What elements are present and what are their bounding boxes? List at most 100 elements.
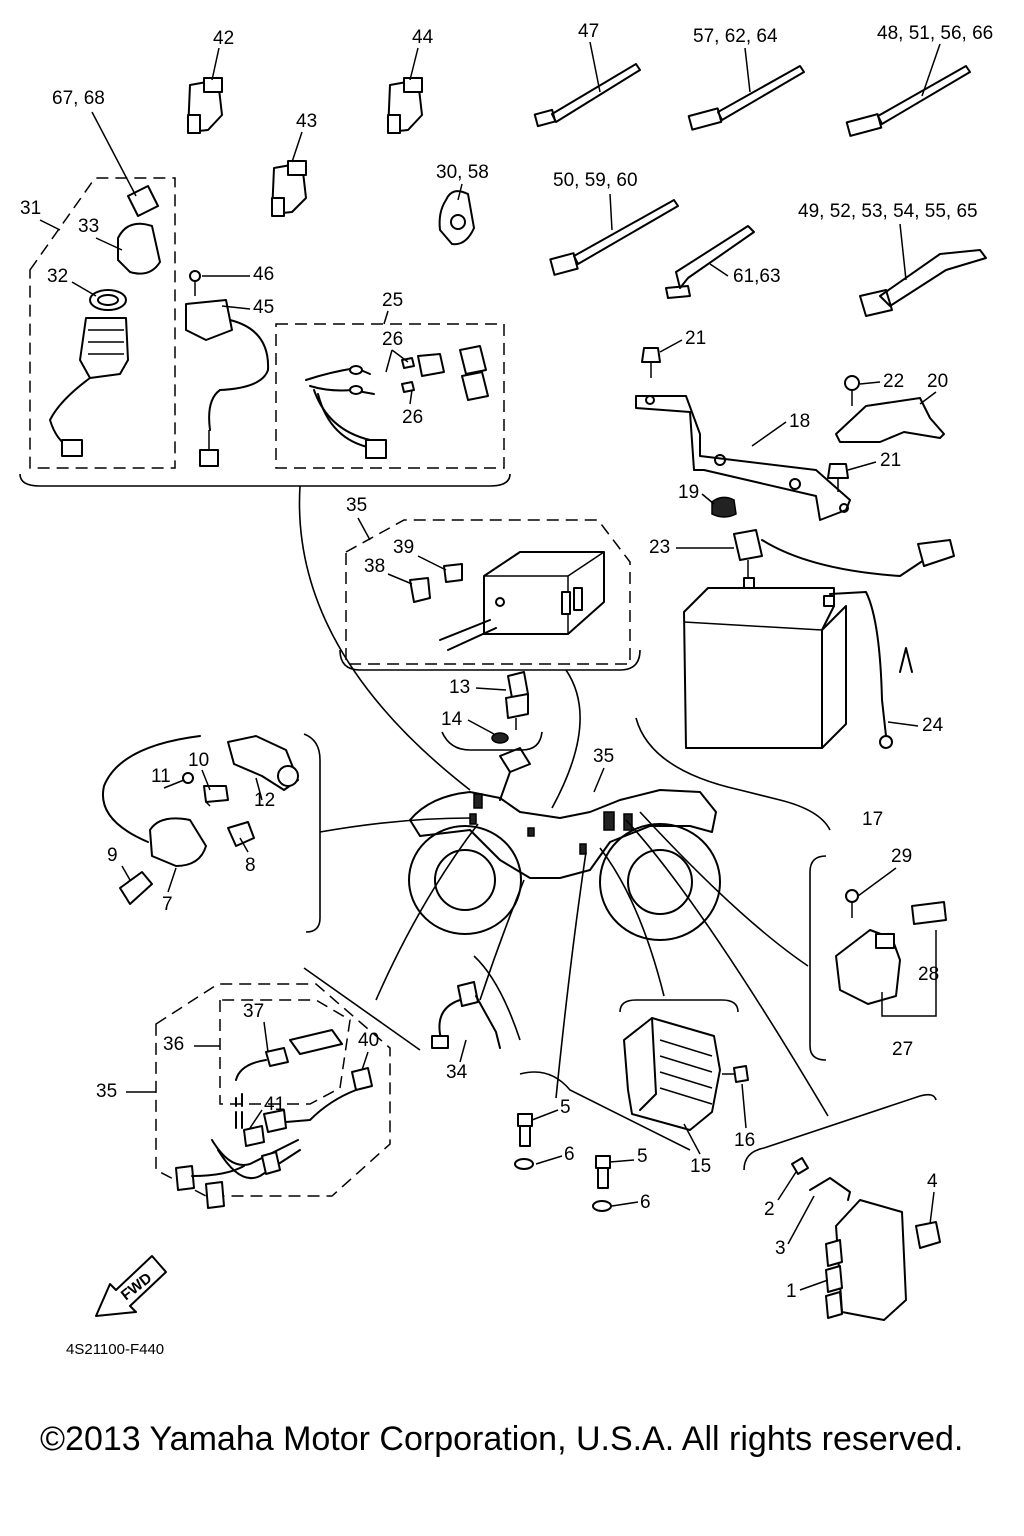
battery-cable-23	[733, 529, 955, 578]
label-12: 12	[254, 790, 275, 811]
label-38: 38	[364, 556, 385, 577]
cable-tie-49-52-53-54-55-65	[859, 249, 987, 317]
label-5a: 5	[560, 1097, 571, 1118]
leader-curve-fuse	[551, 669, 581, 809]
wire-lead-group-25	[275, 323, 505, 469]
label-61-63: 61,63	[733, 266, 781, 287]
label-35a: 35	[346, 495, 367, 516]
label-47: 47	[578, 21, 599, 42]
leader-curve-top	[298, 485, 471, 791]
label-41: 41	[264, 1094, 285, 1115]
label-48-51-56-66: 48, 51, 56, 66	[877, 23, 993, 44]
label-42: 42	[213, 28, 234, 49]
label-26b: 26	[402, 407, 423, 428]
bolt-5a	[514, 1113, 534, 1170]
label-17: 17	[862, 809, 883, 830]
bracket-15	[519, 1071, 691, 1151]
bolt-21a	[641, 347, 661, 378]
cable-tie-57-62-64	[687, 65, 805, 131]
label-35b: 35	[593, 746, 614, 767]
label-1: 1	[786, 1281, 797, 1302]
leader-lines	[39, 41, 941, 1291]
label-49-52-53-54-55-65: 49, 52, 53, 54, 55, 65	[798, 201, 978, 222]
battery-bracket-curve	[635, 717, 831, 831]
label-40: 40	[358, 1030, 379, 1051]
label-29: 29	[891, 846, 912, 867]
label-19: 19	[678, 482, 699, 503]
leader-curve-cdi	[625, 819, 829, 1117]
connector-42	[187, 77, 223, 134]
atv-body-illustration	[408, 747, 721, 941]
label-33: 33	[78, 216, 99, 237]
label-25: 25	[382, 290, 403, 311]
label-45: 45	[253, 297, 274, 318]
label-21b: 21	[880, 450, 901, 471]
connector-43	[271, 160, 307, 217]
label-6a: 6	[564, 1144, 575, 1165]
label-50-59-60: 50, 59, 60	[553, 170, 638, 191]
leader-curve-relay	[639, 811, 809, 967]
label-31: 31	[20, 198, 41, 219]
label-3: 3	[775, 1238, 786, 1259]
leader-curve-rectifier	[599, 847, 665, 997]
label-34: 34	[446, 1062, 468, 1083]
cdi-unit-1	[743, 1093, 941, 1321]
label-46: 46	[253, 264, 274, 285]
label-14: 14	[441, 709, 463, 730]
label-30-58: 30, 58	[436, 162, 489, 183]
fuse-box-group-35	[345, 519, 631, 665]
diagram-code: 4S21100-F440	[66, 1341, 164, 1358]
bolt-5b	[592, 1155, 612, 1212]
label-35c: 35	[96, 1081, 117, 1102]
label-22: 22	[883, 371, 904, 392]
part-number-labels: 42 44 47 57, 62, 64 48, 51, 56, 66 67, 6…	[20, 21, 993, 1302]
label-67-68: 67, 68	[52, 88, 105, 109]
label-2: 2	[764, 1199, 775, 1220]
connector-44	[387, 77, 423, 134]
label-4: 4	[927, 1171, 938, 1192]
label-23: 23	[649, 537, 670, 558]
leader-curve-34	[479, 879, 525, 1001]
label-44: 44	[412, 27, 434, 48]
cable-tie-48-51-56-66	[845, 65, 971, 137]
label-10: 10	[188, 750, 209, 771]
label-20: 20	[927, 371, 948, 392]
label-9: 9	[107, 845, 118, 866]
cable-tie-47	[533, 63, 641, 128]
bolt-21b	[827, 463, 849, 492]
copyright-notice: ©2013 Yamaha Motor Corporation, U.S.A. A…	[40, 1420, 963, 1458]
label-36: 36	[163, 1034, 184, 1055]
leader-curve-sensor	[555, 851, 587, 1099]
label-57-62-64: 57, 62, 64	[693, 26, 778, 47]
fuse-box-bracket	[339, 649, 641, 671]
battery-cable-24	[829, 591, 913, 749]
label-28: 28	[918, 964, 939, 985]
label-24: 24	[922, 715, 944, 736]
label-43: 43	[296, 111, 317, 132]
wire-harness-group-35	[155, 967, 421, 1209]
switch-34	[431, 955, 521, 1049]
label-15: 15	[690, 1156, 711, 1177]
label-18: 18	[789, 411, 810, 432]
label-21a: 21	[685, 328, 706, 349]
cover-20	[835, 397, 945, 443]
label-26a: 26	[382, 329, 403, 350]
starter-relay-group	[809, 855, 947, 1061]
label-6b: 6	[640, 1192, 651, 1213]
label-37: 37	[243, 1001, 264, 1022]
screw-22	[844, 375, 860, 406]
main-switch-group	[29, 177, 176, 469]
label-5b: 5	[637, 1146, 648, 1167]
battery-17	[683, 577, 847, 749]
leader-curve-ignition	[319, 817, 471, 833]
fwd-arrow-icon: FWD	[95, 1255, 167, 1317]
ignition-coil-group	[102, 733, 321, 933]
label-8: 8	[245, 855, 256, 876]
group-bracket-top	[19, 473, 511, 487]
clip-30-58	[438, 190, 475, 246]
label-13: 13	[449, 677, 470, 698]
label-39: 39	[393, 537, 414, 558]
cable-tie-61-63	[665, 225, 755, 299]
label-27: 27	[892, 1039, 913, 1060]
